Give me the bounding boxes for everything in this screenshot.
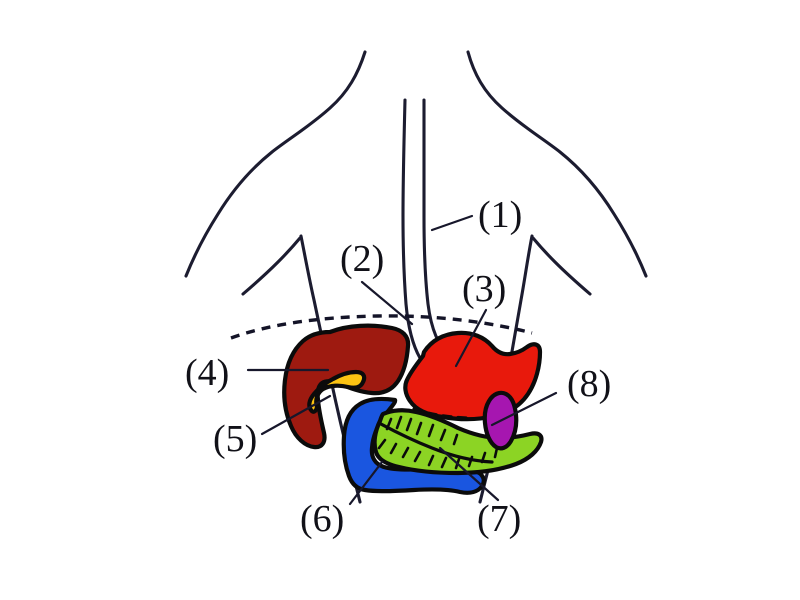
esophagus-right-wall [422,98,452,359]
diaphragm-dashed-line [230,314,533,340]
leader-line-8 [490,391,558,427]
label-7: (7) [477,498,522,540]
esophagus-left-wall [401,98,422,360]
label-2: (2) [340,238,385,280]
leader-line-2 [360,280,414,326]
label-8: (8) [567,363,612,405]
stomach-body [403,330,543,422]
label-1: (1) [478,194,523,236]
leader-line-6 [348,460,384,506]
esophagus-shape [401,98,452,360]
leader-line-3 [454,308,488,368]
pancreas-lobule-hatching [377,415,499,470]
stomach-shape [403,330,543,422]
gallbladder-body [307,369,367,414]
leader-lines-group [246,214,558,506]
pancreas-shape [372,408,544,476]
label-3: (3) [462,268,507,310]
right-armpit-outline [531,236,592,296]
gallbladder-shape [307,369,367,414]
right-shoulder-outline [466,50,648,278]
pancreas-contour [379,422,494,464]
left-armpit-outline [241,236,302,296]
left-shoulder-outline [184,50,367,278]
label-6: (6) [300,498,345,540]
label-5: (5) [213,418,258,460]
stomach-pylorus-dashes [412,407,468,420]
label-4: (4) [185,352,230,394]
leader-line-7 [438,446,500,502]
leader-line-1 [430,214,474,232]
leader-line-5 [260,394,332,436]
